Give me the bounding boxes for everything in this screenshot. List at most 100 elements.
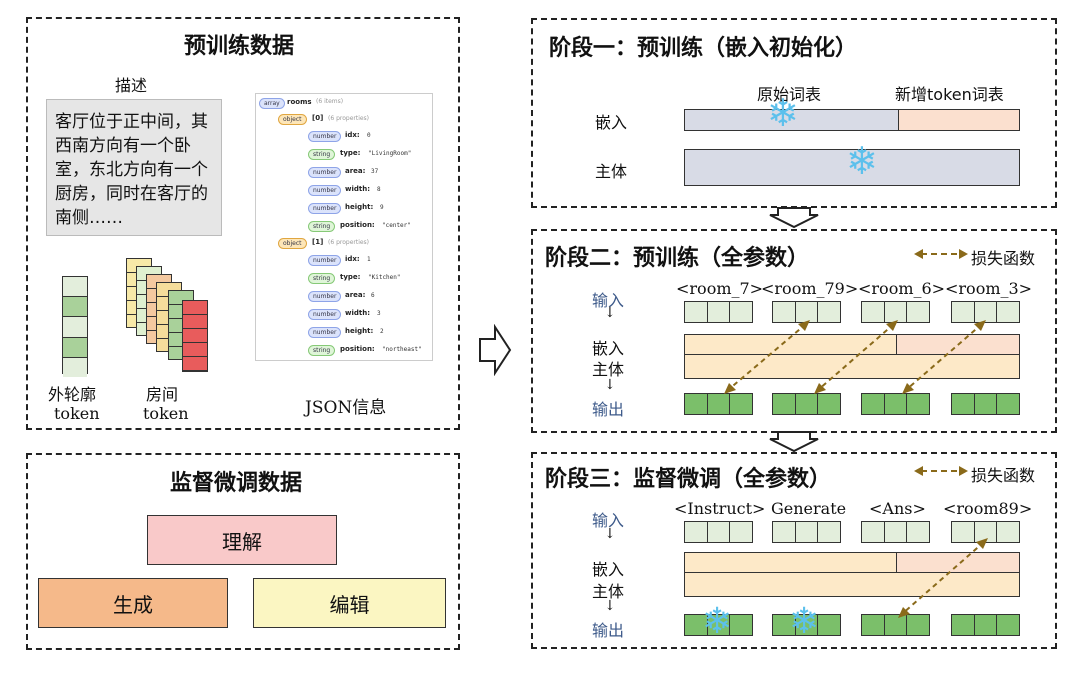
json-obj0-p5-tag: string: [308, 221, 336, 232]
stage2-input-label: 输入: [592, 291, 625, 310]
stage2-output-cell: [684, 393, 753, 415]
stage2-input-cell: [861, 301, 930, 323]
stage2-body-label: 主体: [592, 360, 625, 379]
json-obj0-p3-key: width:: [345, 185, 371, 193]
stage3-body-bar: [684, 572, 1020, 597]
loss-arrow-icon: [914, 466, 968, 476]
snowflake-icon: ❄: [767, 91, 799, 135]
stage3-body-label: 主体: [592, 582, 625, 601]
json-obj0-p1-val: "LivingRoom": [368, 150, 412, 157]
json-obj1-p4-val: 2: [380, 328, 384, 335]
room-token-label-1: 房间: [146, 385, 179, 404]
json-obj1-p0-key: idx:: [345, 255, 360, 263]
json-obj0-p2-key: area:: [345, 167, 366, 175]
stage3-input-cell: [861, 521, 930, 543]
json-obj0-p0-key: idx:: [345, 131, 360, 139]
stage3-token-1: Generate: [771, 499, 847, 518]
json-obj1-p1-key: type:: [340, 273, 361, 281]
stage2-title: 阶段二：预训练（全参数）: [545, 246, 810, 271]
stage3-loss-label: 损失函数: [971, 466, 1036, 485]
json-obj0-p3-val: 8: [377, 186, 381, 193]
pretrain-data-panel: [26, 17, 460, 430]
json-obj0-p2-tag: number: [308, 167, 342, 178]
stage2-output-cell: [951, 393, 1020, 415]
down-arrow-icon: ↓: [604, 598, 616, 614]
json-obj1-p4-tag: number: [308, 327, 342, 338]
json-obj0-p5-val: "center": [382, 222, 411, 229]
json-obj1-p0-tag: number: [308, 255, 342, 266]
hollow-down-arrow-icon: [769, 207, 819, 229]
stage2-output-cell: [772, 393, 841, 415]
json-obj1-p0-val: 1: [367, 256, 371, 263]
stage2-token-0: <room_7>: [676, 279, 764, 298]
json-obj0-p4-key: height:: [345, 203, 374, 211]
json-label: JSON信息: [305, 398, 387, 418]
json-obj0-p0-tag: number: [308, 131, 342, 142]
stage3-output-label: 输出: [592, 621, 625, 640]
stage3-title: 阶段三：监督微调（全参数）: [545, 467, 832, 492]
stage3-panel: [531, 452, 1057, 649]
stage2-output-cell: [861, 393, 930, 415]
stage2-loss-arrows: [724, 320, 986, 394]
json-obj0-p1-tag: string: [308, 149, 336, 160]
snowflake-icon: ❄: [846, 139, 878, 183]
json-obj1-key: [1]: [312, 238, 324, 246]
room-token-icon: [126, 258, 216, 378]
room-token-label-2: token: [143, 404, 189, 423]
json-obj1-p3-key: width:: [345, 309, 371, 317]
stage2-token-2: <room_6>: [858, 279, 946, 298]
json-obj0-p1-key: type:: [340, 149, 361, 157]
json-obj1-p3-tag: number: [308, 309, 342, 320]
sft-data-panel: [26, 453, 460, 650]
understand-block: 理解: [147, 515, 337, 565]
json-viewer: array rooms (6 items) object [0] (6 prop…: [255, 93, 433, 361]
hollow-right-arrow-icon: [479, 324, 512, 376]
json-obj1-meta: (6 properties): [328, 239, 370, 246]
outline-token-icon: [62, 276, 88, 377]
stage1-body-label: 主体: [595, 162, 628, 181]
stage2-body-bar: [684, 354, 1020, 379]
json-obj1-p5-key: position:: [340, 345, 375, 353]
snowflake-icon: ❄: [702, 601, 733, 642]
snowflake-icon: ❄: [789, 601, 820, 642]
stage1-embed-new-bar: [898, 109, 1020, 131]
stage3-input-cell: [772, 521, 841, 543]
stage1-embed-label: 嵌入: [595, 113, 628, 132]
json-obj0-tag: object: [278, 114, 307, 125]
stage1-body-bar: [684, 149, 1020, 186]
json-obj1-p3-val: 3: [377, 310, 381, 317]
json-obj0-p3-tag: number: [308, 185, 342, 196]
loss-arrow-icon: [914, 249, 968, 259]
stage2-token-1: <room_79>: [761, 279, 859, 298]
stage3-token-2: <Ans>: [869, 499, 926, 518]
outline-token-label-2: token: [54, 404, 100, 423]
orig-vocab-label: 原始词表: [757, 85, 822, 104]
json-obj1-p2-key: area:: [345, 291, 366, 299]
pretrain-data-title: 预训练数据: [184, 34, 295, 59]
stage3-output-cell: [951, 614, 1020, 636]
json-root-meta: (6 items): [316, 98, 344, 105]
stage2-input-cell: [951, 301, 1020, 323]
desc-text: 客厅位于正中间，其西南方向有一个卧室，东北方向有一个厨房，同时在客厅的南侧……: [55, 112, 208, 228]
json-root-key: rooms: [287, 98, 312, 106]
json-obj1-p2-tag: number: [308, 291, 342, 302]
json-obj0-p5-key: position:: [340, 221, 375, 229]
stage3-token-3: <room89>: [943, 499, 1033, 518]
stage1-title: 阶段一：预训练（嵌入初始化）: [549, 36, 858, 61]
stage2-output-label: 输出: [592, 400, 625, 419]
json-obj1-p5-tag: string: [308, 345, 336, 356]
stage3-embed-label: 嵌入: [592, 560, 625, 579]
new-vocab-label: 新增token词表: [895, 85, 1004, 104]
down-arrow-icon: ↓: [604, 377, 616, 393]
generate-block: 生成: [38, 578, 228, 628]
stage3-input-cell: [684, 521, 753, 543]
json-obj0-p2-val: 37: [371, 168, 379, 175]
json-obj1-p5-val: "northeast": [382, 346, 422, 353]
stage2-input-cell: [684, 301, 753, 323]
json-obj0-p4-val: 9: [380, 204, 384, 211]
json-obj0-key: [0]: [312, 114, 324, 122]
desc-box: 客厅位于正中间，其西南方向有一个卧室，东北方向有一个厨房，同时在客厅的南侧……: [46, 99, 222, 236]
stage3-loss-arrow: [898, 538, 988, 618]
down-arrow-icon: ↓: [604, 305, 616, 321]
stage3-output-cell: [772, 614, 841, 636]
